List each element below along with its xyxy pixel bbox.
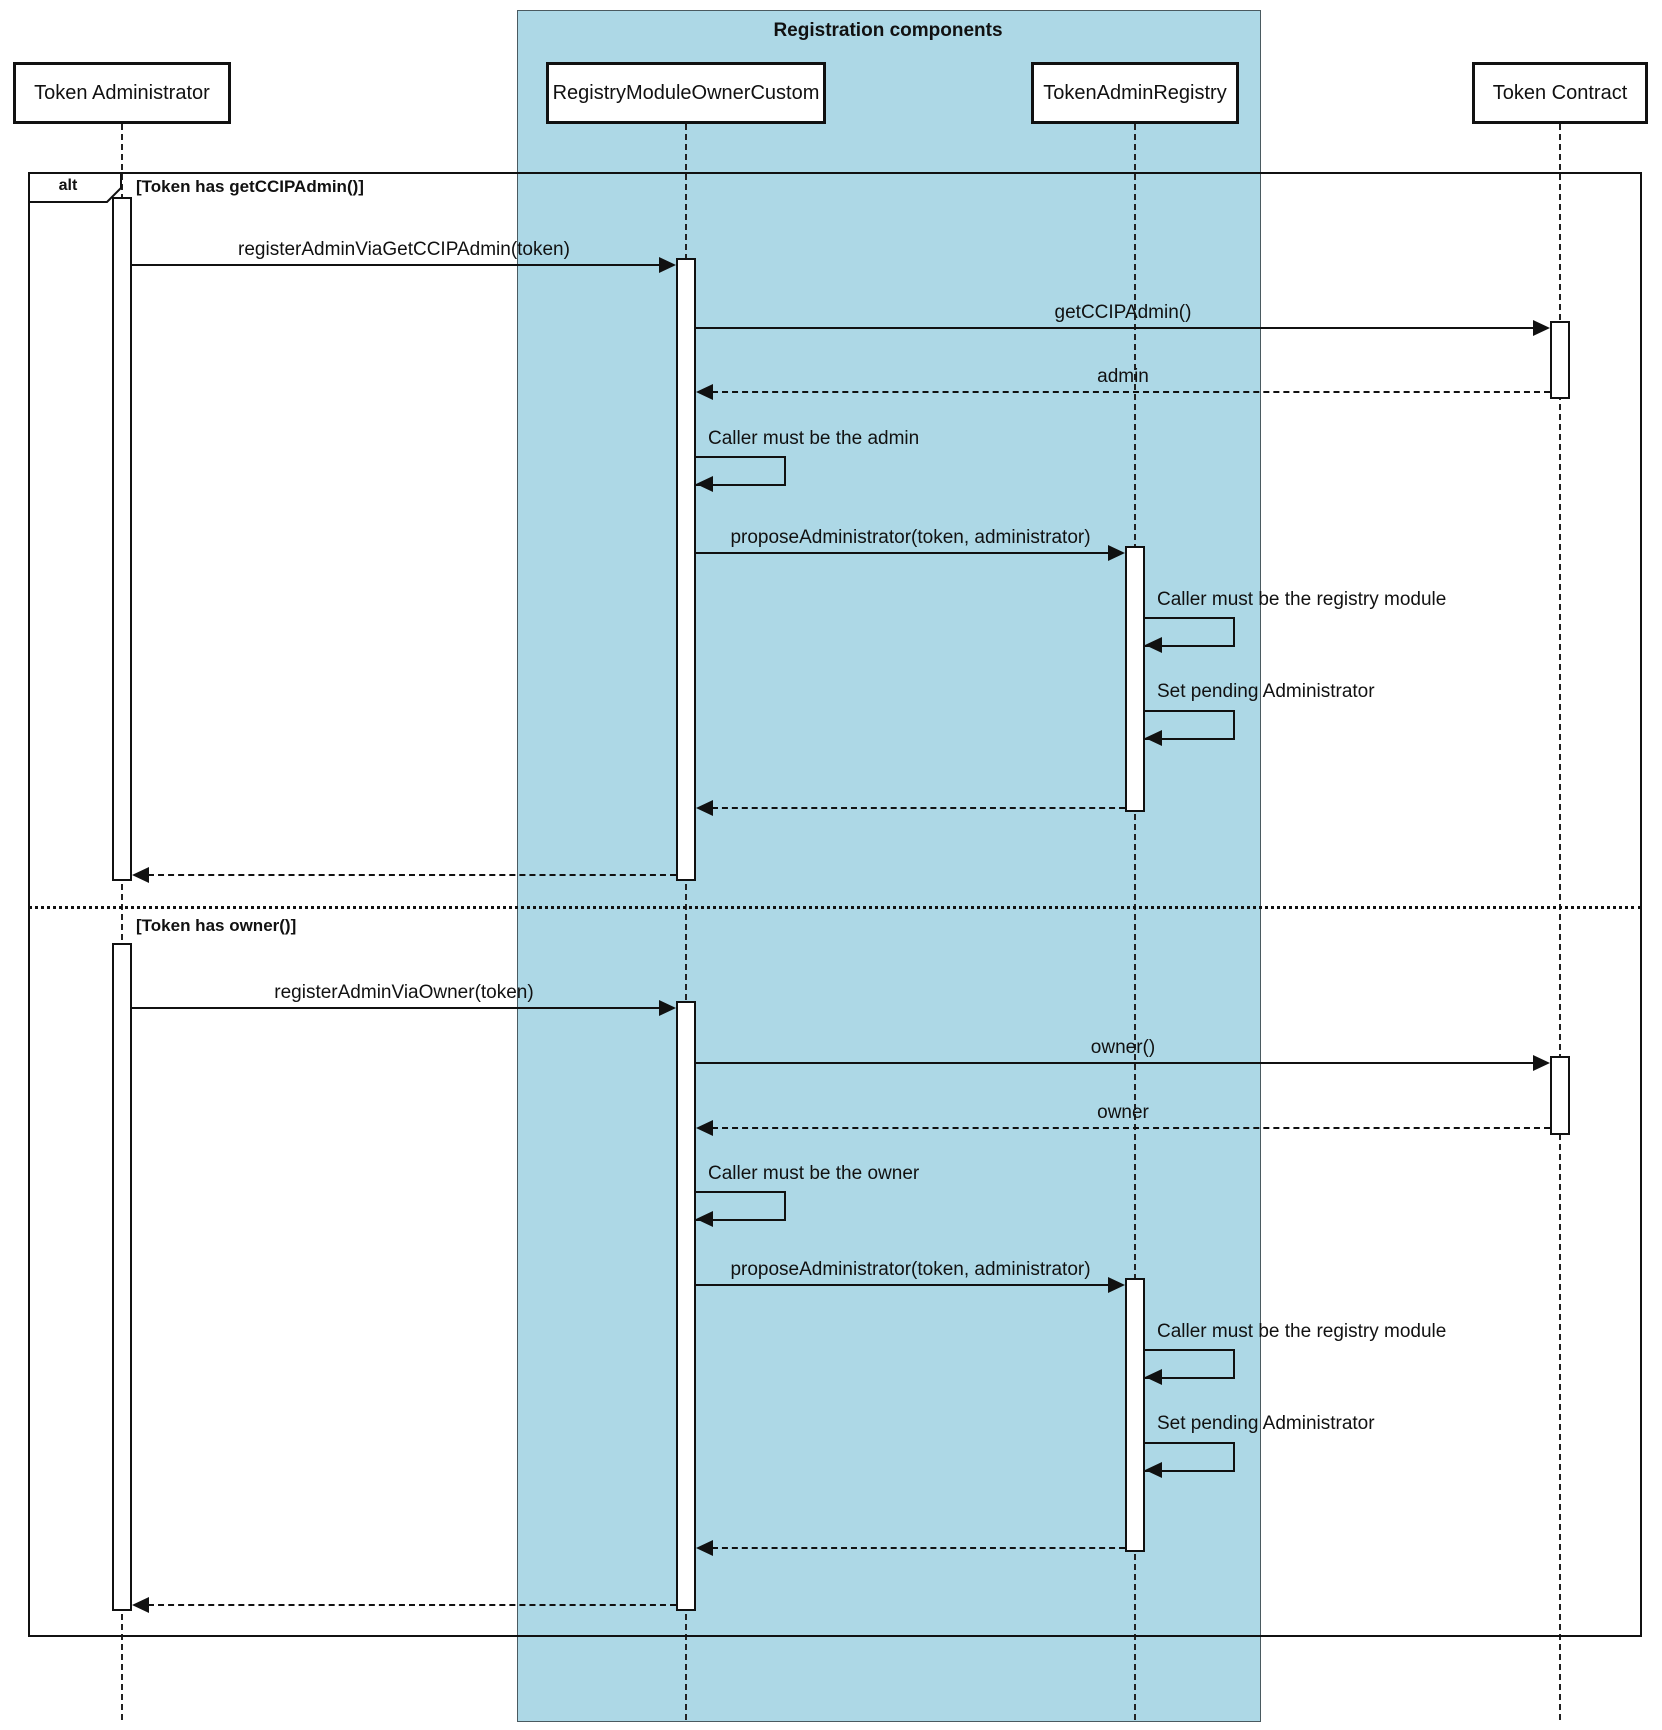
message-label: proposeAdministrator(token, administrato… <box>730 1259 1091 1280</box>
arrowhead-icon <box>1145 730 1162 746</box>
message-label: registerAdminViaGetCCIPAdmin(token) <box>238 239 570 260</box>
arrowhead-icon <box>1533 1055 1550 1071</box>
arrowhead-icon <box>132 867 149 883</box>
arrowhead-icon <box>1108 1277 1125 1293</box>
arrowhead-icon <box>696 384 713 400</box>
self-message-loop <box>1145 1349 1235 1379</box>
participant-label: Token Contract <box>1492 81 1628 104</box>
arrowhead-icon <box>696 1211 713 1227</box>
arrowhead-icon <box>1145 637 1162 653</box>
participant-label: Token Administrator <box>34 81 210 104</box>
self-message-label: Caller must be the registry module <box>1157 589 1447 610</box>
self-message-loop <box>1145 617 1235 647</box>
message-arrow-propose <box>696 1284 1111 1286</box>
arrowhead-icon <box>696 1540 713 1556</box>
arrowhead-icon <box>132 1597 149 1613</box>
return-arrow <box>712 1547 1125 1549</box>
participant-token-administrator: Token Administrator <box>13 62 231 124</box>
arrowhead-icon <box>1108 545 1125 561</box>
participant-token-contract: Token Contract <box>1472 62 1648 124</box>
activation-token-administrator-2 <box>112 943 132 1611</box>
alt-operator-label: alt <box>58 177 78 194</box>
arrowhead-icon <box>1145 1369 1162 1385</box>
message-arrow-owner <box>696 1062 1536 1064</box>
arrowhead-icon <box>1145 1462 1162 1478</box>
activation-registry-module-1 <box>676 258 696 881</box>
participant-token-admin-registry: TokenAdminRegistry <box>1031 62 1239 124</box>
alt-separator <box>28 906 1642 909</box>
alt-frame <box>28 172 1642 1637</box>
activation-token-admin-registry-2 <box>1125 1278 1145 1552</box>
self-message-loop <box>1145 1442 1235 1472</box>
message-arrow-register-owner <box>132 1007 662 1009</box>
arrowhead-icon <box>1533 320 1550 336</box>
self-message-label: Caller must be the registry module <box>1157 1321 1447 1342</box>
return-arrow-owner <box>712 1127 1550 1129</box>
message-arrow-propose <box>696 552 1111 554</box>
arrowhead-icon <box>696 800 713 816</box>
self-message-label: Caller must be the admin <box>708 428 920 449</box>
message-arrow-register-ccipadmin <box>132 264 662 266</box>
arrowhead-icon <box>659 257 676 273</box>
alt-operator-pentagon <box>28 172 122 203</box>
alt-condition-1: [Token has getCCIPAdmin()] <box>136 177 364 196</box>
lifeline-token-administrator <box>121 124 123 1720</box>
lifeline-registry-module-owner-custom <box>685 124 687 1720</box>
message-label: admin <box>1097 366 1149 387</box>
participant-registry-module-owner-custom: RegistryModuleOwnerCustom <box>546 62 826 124</box>
self-message-loop <box>1145 710 1235 740</box>
activation-token-contract-2 <box>1550 1056 1570 1135</box>
self-message-label: Set pending Administrator <box>1157 681 1375 702</box>
return-arrow <box>148 874 676 876</box>
participant-label: RegistryModuleOwnerCustom <box>552 81 820 104</box>
return-arrow <box>148 1604 676 1606</box>
message-arrow-getccipadmin <box>696 327 1536 329</box>
lifeline-token-admin-registry <box>1134 124 1136 1720</box>
self-message-loop <box>696 456 786 486</box>
lifeline-token-contract <box>1559 124 1561 1720</box>
message-label: owner() <box>1090 1037 1156 1058</box>
participant-label: TokenAdminRegistry <box>1043 81 1227 104</box>
message-label: owner <box>1097 1102 1149 1123</box>
alt-condition-2: [Token has owner()] <box>136 916 297 935</box>
arrowhead-icon <box>696 476 713 492</box>
message-label: getCCIPAdmin() <box>1054 302 1192 323</box>
container-title: Registration components <box>773 20 1003 41</box>
activation-registry-module-2 <box>676 1001 696 1611</box>
activation-token-contract-1 <box>1550 321 1570 399</box>
activation-token-admin-registry-1 <box>1125 546 1145 812</box>
self-message-loop <box>696 1191 786 1221</box>
activation-token-administrator-1 <box>112 197 132 881</box>
arrowhead-icon <box>659 1000 676 1016</box>
arrowhead-icon <box>696 1120 713 1136</box>
self-message-label: Set pending Administrator <box>1157 1413 1375 1434</box>
message-label: proposeAdministrator(token, administrato… <box>730 527 1091 548</box>
self-message-label: Caller must be the owner <box>708 1163 920 1184</box>
return-arrow-admin <box>712 391 1550 393</box>
message-label: registerAdminViaOwner(token) <box>274 982 534 1003</box>
return-arrow <box>712 807 1125 809</box>
